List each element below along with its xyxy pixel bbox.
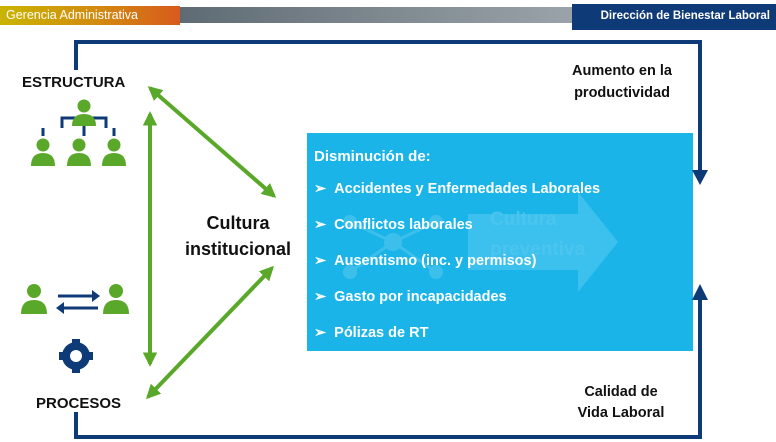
- chevron-bullet-icon: ➢: [314, 289, 327, 305]
- panel-title: Disminución de:: [314, 148, 431, 165]
- bottom-frame-arrowhead: [692, 284, 708, 300]
- chevron-bullet-icon: ➢: [314, 181, 327, 197]
- watermark-text: Cultura preventiva: [490, 209, 586, 260]
- chevron-bullet-icon: ➢: [314, 325, 327, 341]
- process-culture-arrow: [146, 265, 274, 400]
- reduction-list: ➢Accidentes y Enfermedades Laborales ➢Co…: [314, 171, 600, 351]
- top-frame-arrowhead: [692, 170, 708, 185]
- header-left-label: Gerencia Administrativa: [6, 8, 139, 22]
- bottom-frame-line: [74, 298, 702, 439]
- culture-label-line2: institucional: [184, 239, 291, 259]
- chevron-bullet-icon: ➢: [314, 253, 327, 269]
- process-label: PROCESOS: [36, 395, 122, 412]
- list-item: ➢Pólizas de RT: [314, 325, 429, 341]
- productivity-label-line2: productividad: [574, 85, 670, 101]
- structure-label: ESTRUCTURA: [22, 74, 126, 91]
- list-item: ➢Gasto por incapacidades: [314, 289, 507, 305]
- top-frame-line: [74, 40, 702, 172]
- productivity-label-line1: Aumento en la: [572, 63, 672, 79]
- chevron-bullet-icon: ➢: [314, 217, 327, 233]
- header-right-bar: Dirección de Bienestar Laboral: [572, 4, 776, 30]
- header-right-label: Dirección de Bienestar Laboral: [600, 10, 770, 22]
- org-chart-icon: [31, 99, 126, 166]
- header-mid-bar: [180, 7, 572, 23]
- structure-culture-arrow: [147, 86, 277, 198]
- quality-of-life-line2: Vida Laboral: [577, 405, 665, 421]
- gear-icon: [59, 339, 93, 373]
- list-item: ➢Conflictos laborales: [314, 217, 473, 233]
- culture-label: Cultura institucional: [176, 210, 300, 262]
- watermark-arrow: [468, 192, 618, 292]
- header-left-bar: Gerencia Administrativa: [0, 6, 180, 25]
- culture-label-line1: Cultura: [206, 213, 270, 233]
- people-exchange-icon: [21, 284, 129, 314]
- quality-of-life-label: Calidad de Vida Laboral: [566, 382, 676, 424]
- quality-of-life-line1: Calidad de: [584, 384, 658, 400]
- productivity-label: Aumento en la productividad: [552, 60, 692, 104]
- watermark-network: [343, 215, 443, 279]
- list-item: ➢Accidentes y Enfermedades Laborales: [314, 181, 601, 197]
- list-item: ➢Ausentismo (inc. y permisos): [314, 253, 537, 269]
